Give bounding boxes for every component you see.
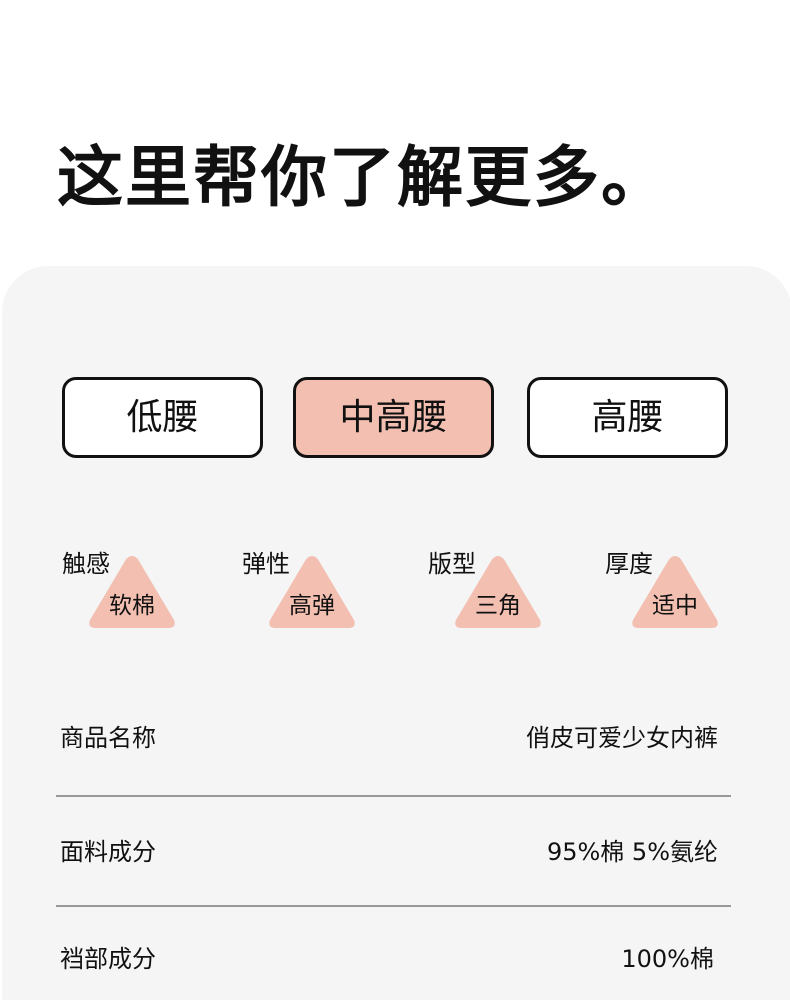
triangle-badge-icon [632, 556, 718, 628]
spec-label-product-name: 商品名称 [60, 724, 156, 752]
waist-option-mid-high[interactable]: 中高腰 [293, 377, 494, 458]
attribute-label: 版型 [428, 550, 476, 578]
spec-value-crotch: 100%棉 [621, 945, 714, 973]
triangle-badge-icon [269, 556, 355, 628]
waist-option-low[interactable]: 低腰 [62, 377, 263, 458]
triangle-badge-icon [455, 556, 541, 628]
attribute-fit: 版型 三角 [428, 548, 558, 638]
attribute-touch: 触感 软棉 [62, 548, 192, 638]
spec-value-product-name: 俏皮可爱少女内裤 [526, 724, 718, 752]
attribute-label: 弹性 [242, 550, 290, 578]
triangle-badge-icon [89, 556, 175, 628]
attribute-value: 软棉 [109, 593, 155, 619]
waist-option-high[interactable]: 高腰 [527, 377, 728, 458]
spec-value-fabric: 95%棉 5%氨纶 [546, 838, 718, 866]
divider [56, 795, 731, 797]
divider [56, 905, 731, 907]
attribute-label: 厚度 [605, 550, 653, 578]
attribute-value: 适中 [652, 593, 698, 619]
attribute-thickness: 厚度 适中 [605, 548, 735, 638]
spec-label-crotch: 裆部成分 [60, 945, 156, 973]
page-title: 这里帮你了解更多。 [57, 139, 669, 216]
spec-label-fabric: 面料成分 [60, 838, 156, 866]
attribute-label: 触感 [62, 550, 110, 578]
attribute-elasticity: 弹性 高弹 [242, 548, 372, 638]
attribute-value: 高弹 [289, 593, 335, 619]
attribute-value: 三角 [475, 593, 521, 619]
